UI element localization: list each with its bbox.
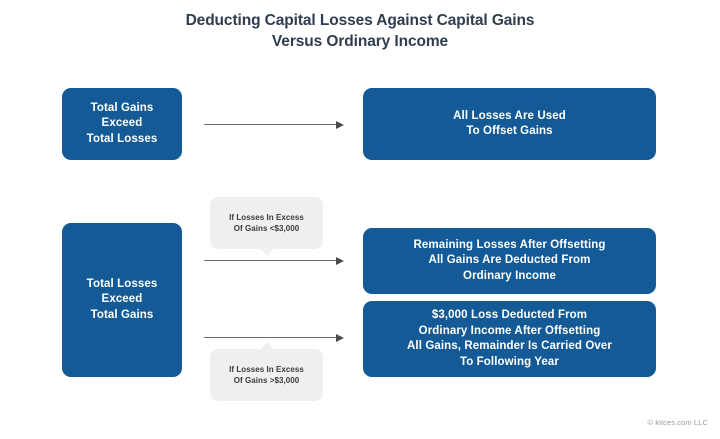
box-3000-line-3: All Gains, Remainder Is Carried Over — [407, 340, 612, 352]
attribution-text: © kitces.com LLC — [647, 418, 708, 427]
arrow-shaft — [204, 260, 337, 262]
box-3000-loss-deducted-carryover: $3,000 Loss Deducted From Ordinary Incom… — [363, 301, 656, 377]
arrow-head-icon — [336, 333, 344, 342]
box-total-losses-exceed-total-gains: Total Losses Exceed Total Gains — [62, 223, 182, 377]
arrow-losses-to-remaining — [204, 255, 344, 267]
arrow-shaft — [204, 337, 337, 339]
box-all-losses-used-to-offset-gains: All Losses Are Used To Offset Gains — [363, 88, 656, 160]
callout-over-line-2: Of Gains >$3,000 — [233, 376, 300, 385]
box-remaining-line-1: Remaining Losses After Offsetting — [413, 238, 606, 251]
callout-over-line-1: If Losses In Excess — [229, 365, 304, 374]
callout-losses-under-3000: If Losses In Excess Of Gains <$3,000 — [210, 197, 323, 256]
box-remaining-line-2: All Gains Are Deducted From — [428, 254, 591, 267]
arrow-losses-to-3000-deduction — [204, 332, 344, 344]
box-losses-line-2: Exceed — [101, 293, 143, 306]
box-all-losses-line-1: All Losses Are Used — [453, 109, 566, 122]
page-title: Deducting Capital Losses Against Capital… — [0, 10, 720, 52]
arrow-shaft — [204, 124, 337, 126]
box-remaining-losses-deducted: Remaining Losses After Offsetting All Ga… — [363, 228, 656, 294]
box-losses-line-1: Total Losses — [86, 277, 158, 290]
callout-losses-over-3000: If Losses In Excess Of Gains >$3,000 — [210, 342, 323, 401]
box-3000-line-1: $3,000 Loss Deducted From — [431, 309, 588, 321]
box-gains-line-3: Total Losses — [86, 132, 158, 145]
box-losses-line-3: Total Gains — [90, 308, 154, 321]
arrow-gains-to-offset — [204, 119, 344, 131]
arrow-head-icon — [336, 120, 344, 129]
callout-under-line-2: Of Gains <$3,000 — [233, 224, 300, 233]
box-all-losses-line-2: To Offset Gains — [466, 125, 553, 137]
box-total-gains-exceed-total-losses: Total Gains Exceed Total Losses — [62, 88, 182, 160]
box-gains-line-2: Exceed — [101, 117, 143, 130]
box-3000-line-4: To Following Year — [459, 355, 560, 368]
arrow-head-icon — [336, 256, 344, 265]
title-line-1: Deducting Capital Losses Against Capital… — [185, 12, 535, 29]
box-gains-line-1: Total Gains — [90, 101, 154, 114]
callout-under-line-1: If Losses In Excess — [229, 213, 304, 222]
box-3000-line-2: Ordinary Income After Offsetting — [418, 324, 601, 337]
title-line-2: Versus Ordinary Income — [271, 33, 449, 50]
box-remaining-line-3: Ordinary Income — [463, 269, 556, 282]
